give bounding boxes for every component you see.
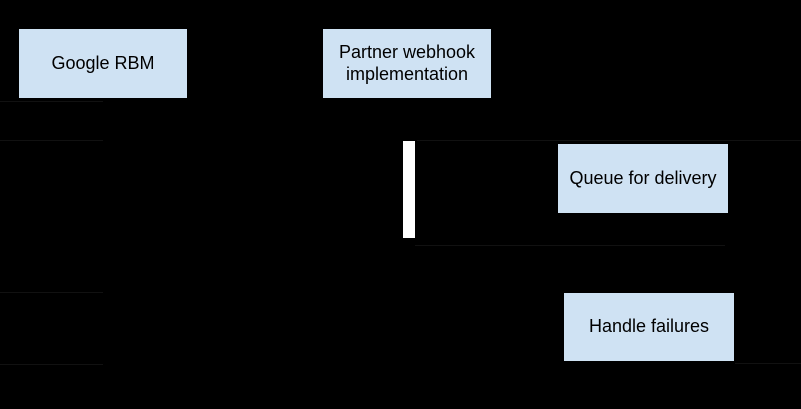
faint-line-segment <box>417 140 801 141</box>
faint-line-segment <box>0 364 103 365</box>
node-queue-for-delivery-label: Queue for delivery <box>569 167 717 188</box>
node-partner-webhook: Partner webhook implementation <box>322 28 492 99</box>
faint-line-segment <box>0 140 103 141</box>
node-queue-for-delivery: Queue for delivery <box>557 143 729 214</box>
faint-line-segment <box>0 101 103 102</box>
node-partner-webhook-label: Partner webhook implementation <box>338 41 476 84</box>
node-handle-failures: Handle failures <box>563 292 735 362</box>
node-google-rbm: Google RBM <box>18 28 188 99</box>
faint-line-segment <box>415 245 725 246</box>
node-google-rbm-label: Google RBM <box>51 52 155 73</box>
faint-line-segment <box>735 363 801 364</box>
lifeline-activation-bar <box>403 141 415 238</box>
node-handle-failures-label: Handle failures <box>588 316 710 337</box>
faint-line-segment <box>0 292 103 293</box>
